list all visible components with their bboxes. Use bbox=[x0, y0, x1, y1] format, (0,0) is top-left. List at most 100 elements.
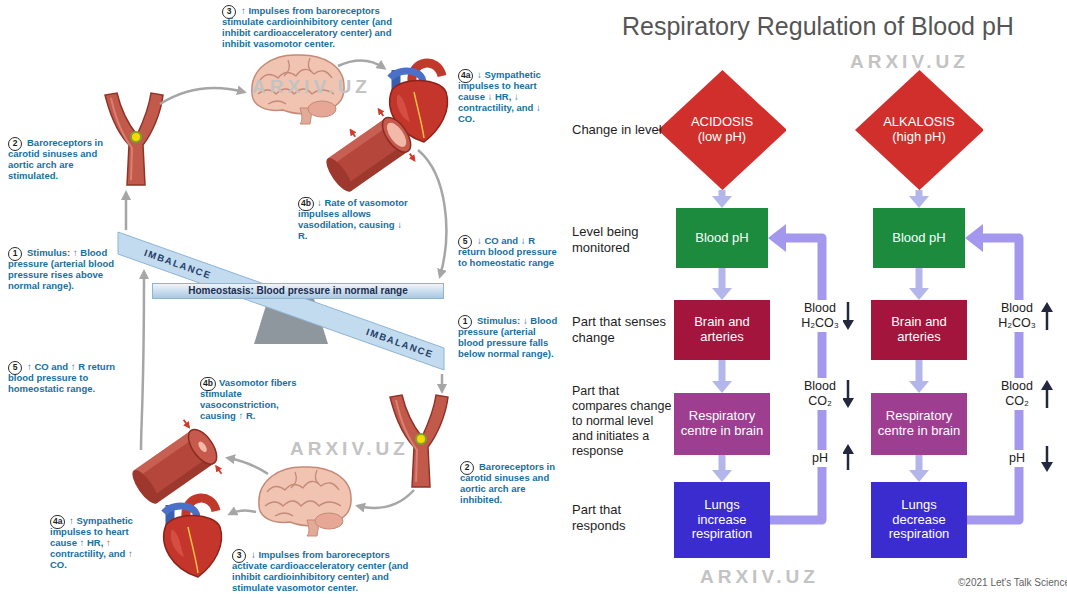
node-content: Respiratory centre in brain bbox=[871, 393, 967, 455]
node-text: Respiratory centre in brain bbox=[876, 409, 962, 439]
arrow-shaft bbox=[916, 360, 923, 382]
node-content: ACIDOSIS (low pH) bbox=[658, 70, 787, 190]
feedback-label: Blood CO₂ bbox=[994, 378, 1040, 410]
callout-number: 1 bbox=[8, 247, 22, 261]
node-content: Blood pH bbox=[676, 208, 768, 268]
row-label: Change in level bbox=[572, 122, 672, 138]
arrow-shaft bbox=[718, 190, 725, 197]
flow-arrow bbox=[909, 455, 929, 482]
node-text: Lungs increase respiration bbox=[679, 498, 765, 543]
row-label: Part that senses change bbox=[572, 314, 670, 345]
watermark: ARXIV.UZ bbox=[850, 51, 969, 73]
process-box: Lungs decrease respiration bbox=[871, 482, 967, 558]
watermark: ARXIV.UZ bbox=[290, 438, 409, 460]
callout-text: Baroreceptors in carotid sinuses and aor… bbox=[8, 138, 104, 182]
arrow-shaft bbox=[916, 268, 923, 289]
flow-arrow bbox=[909, 360, 929, 393]
node-content: Homeostasis: Blood pressure in normal ra… bbox=[153, 284, 443, 298]
cycle-arrows bbox=[126, 60, 446, 514]
homeostasis-bar: Homeostasis: Blood pressure in normal ra… bbox=[152, 283, 444, 299]
arrow-head bbox=[909, 288, 929, 300]
process-box: Brain and arteries bbox=[674, 300, 770, 360]
callout-text: ↑ Impulses from baroreceptors stimulate … bbox=[222, 6, 404, 50]
row-label: Level being monitored bbox=[572, 224, 670, 255]
node-content: Respiratory centre in brain bbox=[674, 393, 770, 455]
arrow-shaft bbox=[916, 455, 923, 471]
decision-diamond: ALKALOSIS (high pH) bbox=[855, 70, 984, 190]
arrow-head bbox=[768, 224, 786, 252]
callout-text: ↓ CO and ↓ R return blood pressure to ho… bbox=[458, 236, 560, 269]
callout-text: ↑ Sympathetic impulses to heart cause ↑ … bbox=[50, 516, 148, 571]
vessel-illustration bbox=[121, 414, 230, 518]
feedback-arrow bbox=[965, 224, 1019, 520]
node-text: Blood pH bbox=[695, 231, 748, 246]
flow-arrow bbox=[712, 190, 732, 208]
process-box: Brain and arteries bbox=[871, 300, 967, 360]
process-box: Lungs increase respiration bbox=[674, 482, 770, 558]
arrow-head bbox=[909, 470, 929, 482]
node-text: Respiratory centre in brain bbox=[679, 409, 765, 439]
flow-arrow bbox=[909, 190, 929, 208]
node-text: ALKALOSIS (high pH) bbox=[877, 115, 961, 145]
flow-arrow bbox=[712, 455, 732, 482]
row-label: Part that responds bbox=[572, 502, 670, 533]
feedback-label: Blood H₂CO₃ bbox=[994, 300, 1040, 332]
callout-text: ↓ Sympathetic impulses to heart cause ↓ … bbox=[458, 70, 558, 125]
callout-text: ↓ Rate of vasomotor impulses allows vaso… bbox=[298, 198, 408, 242]
arrow-shaft bbox=[719, 455, 726, 471]
process-box: Respiratory centre in brain bbox=[674, 393, 770, 455]
decision-diamond: ACIDOSIS (low pH) bbox=[658, 70, 787, 190]
arrow-shaft bbox=[719, 360, 726, 382]
arrow-head bbox=[712, 381, 732, 393]
node-text: Homeostasis: Blood pressure in normal ra… bbox=[188, 285, 408, 297]
feedback-label: pH bbox=[994, 450, 1040, 467]
callout-text: ↓ Impulses from baroreceptors activate c… bbox=[232, 550, 424, 594]
node-content: ALKALOSIS (high pH) bbox=[855, 70, 984, 190]
brain-illustration bbox=[259, 467, 351, 536]
feedback-arrow bbox=[768, 224, 822, 520]
arrow-head bbox=[712, 288, 732, 300]
node-content: Blood pH bbox=[873, 208, 965, 268]
callout-number: 5 bbox=[8, 361, 22, 375]
flow-arrow bbox=[712, 360, 732, 393]
process-box: Blood pH bbox=[873, 208, 965, 268]
node-content: Brain and arteries bbox=[871, 300, 967, 360]
watermark: ARXIV.UZ bbox=[700, 566, 819, 588]
callout-number: 2 bbox=[8, 137, 22, 151]
node-text: Blood pH bbox=[892, 231, 945, 246]
node-text: Brain and arteries bbox=[679, 315, 765, 345]
node-text: Brain and arteries bbox=[876, 315, 962, 345]
node-content: Brain and arteries bbox=[674, 300, 770, 360]
process-box: Respiratory centre in brain bbox=[871, 393, 967, 455]
diamond-fill bbox=[658, 70, 787, 190]
node-content: Lungs decrease respiration bbox=[871, 482, 967, 558]
imbalance-bar bbox=[118, 232, 444, 370]
flow-arrow bbox=[909, 268, 929, 300]
imbalance-label: IMBALANCE bbox=[365, 326, 435, 360]
node-text: Lungs decrease respiration bbox=[876, 498, 962, 543]
callout-number: 4b bbox=[200, 377, 216, 391]
callout-number: 3 bbox=[222, 5, 236, 19]
watermark: ARXIV.UZ bbox=[252, 76, 371, 98]
callout-number: 2 bbox=[460, 461, 474, 475]
callout-text: Baroreceptors in carotid sinuses and aor… bbox=[460, 462, 558, 506]
feedback-label: Blood H₂CO₃ bbox=[797, 300, 843, 332]
callout-text: ↑ CO and ↑ R return blood pressure to ho… bbox=[8, 362, 134, 395]
arrow-head bbox=[909, 196, 929, 208]
node-content: Lungs increase respiration bbox=[674, 482, 770, 558]
arrow-head bbox=[712, 470, 732, 482]
feedback-label: pH bbox=[797, 450, 843, 467]
arrow-head bbox=[909, 381, 929, 393]
callout-number: 3 bbox=[232, 549, 246, 563]
diamond-fill bbox=[855, 70, 984, 190]
arrow-head bbox=[712, 196, 732, 208]
diagram-title: Respiratory Regulation of Blood pH bbox=[622, 12, 1014, 41]
copyright-note: ©2021 Let's Talk Science bbox=[958, 577, 1067, 588]
process-box: Blood pH bbox=[676, 208, 768, 268]
callout-number: 1 bbox=[458, 315, 472, 329]
arrow-shaft bbox=[719, 268, 726, 289]
imbalance-label: IMBALANCE bbox=[143, 247, 213, 281]
arrow-shaft bbox=[915, 190, 922, 197]
callout-number: 5 bbox=[458, 235, 472, 249]
